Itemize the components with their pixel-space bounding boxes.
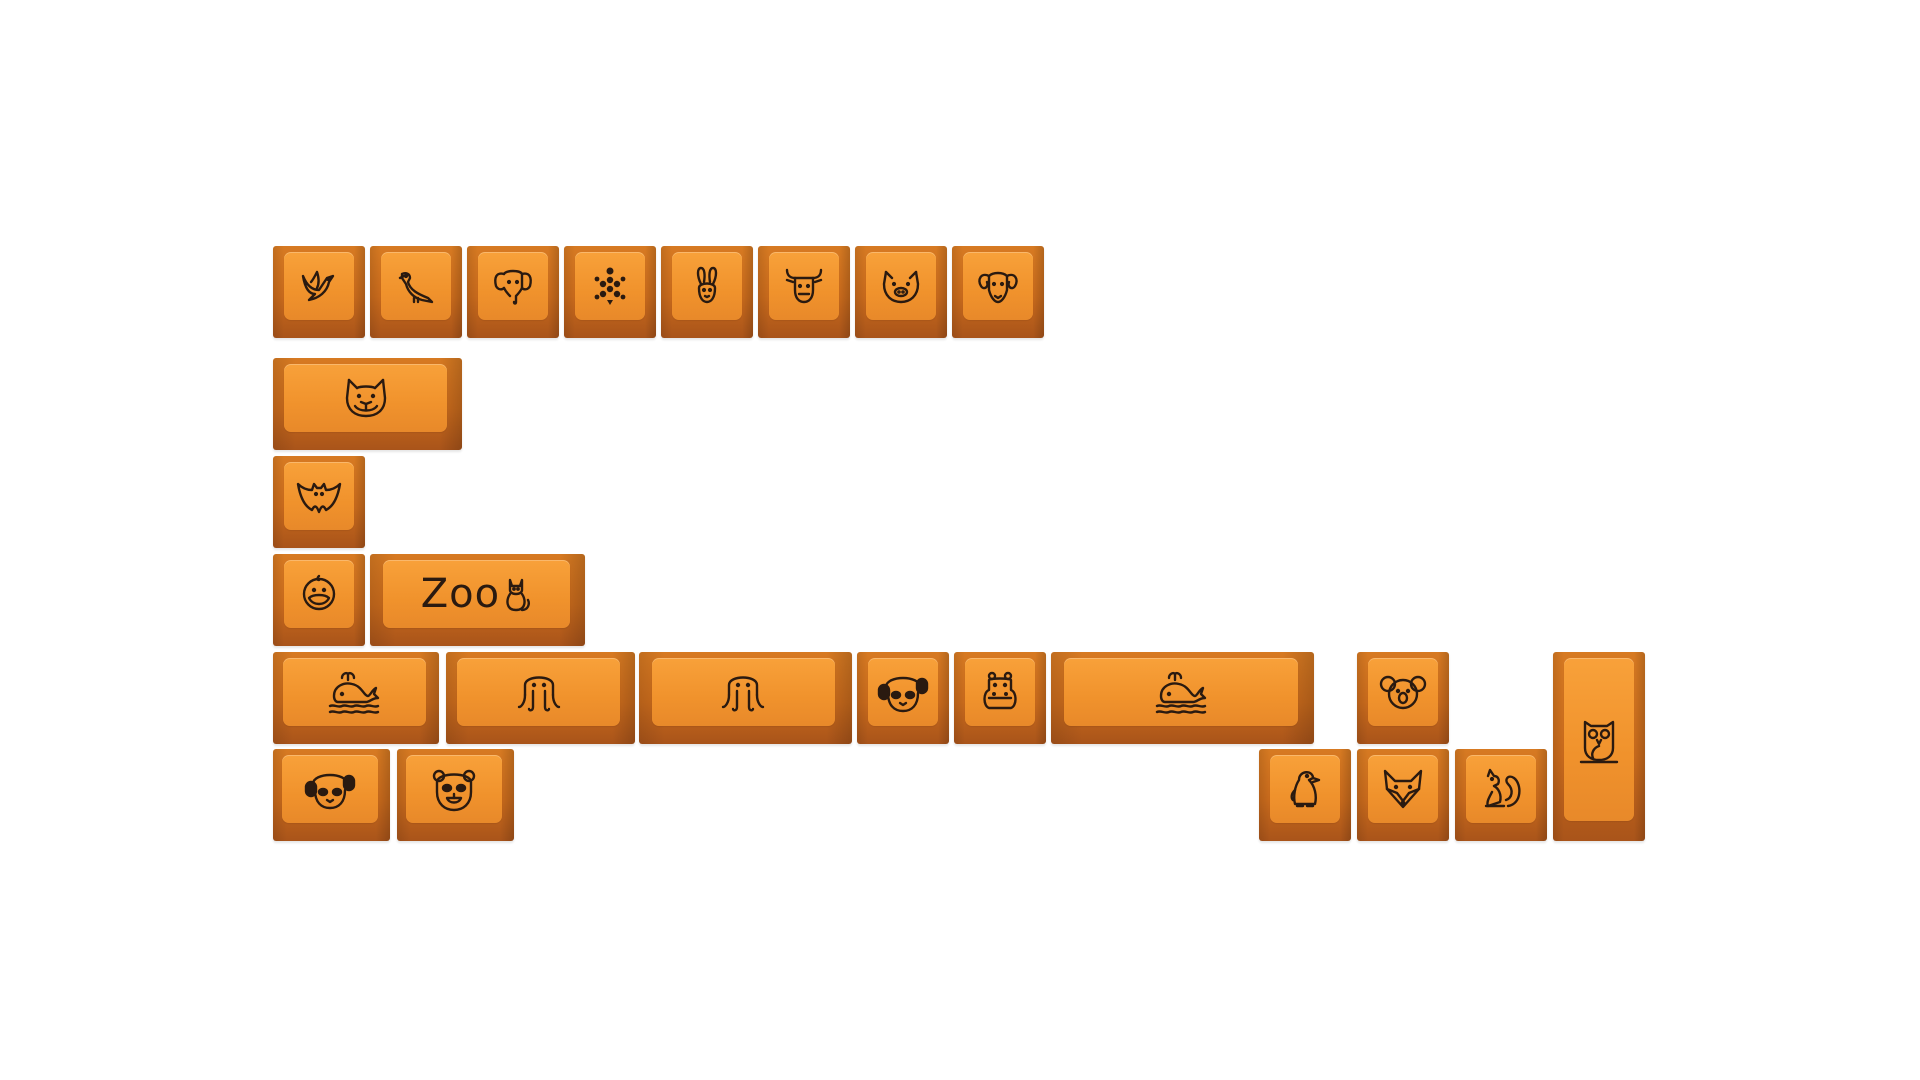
- whale-key-left: [273, 652, 439, 744]
- turtle-key: [564, 246, 656, 338]
- panda-headphones-key-1: [857, 652, 949, 744]
- bat-icon: [296, 476, 342, 516]
- penguin-icon: [1283, 766, 1327, 812]
- squirrel-icon: [1478, 766, 1524, 812]
- panda-headphones-key-2: [273, 749, 390, 841]
- bulldog-key: [273, 358, 462, 450]
- parrot-icon: [394, 264, 438, 308]
- penguin-key: [1259, 749, 1351, 841]
- elephant-key: [467, 246, 559, 338]
- koala-icon: [1378, 670, 1428, 714]
- bird-key: [273, 246, 365, 338]
- hippo-key: [954, 652, 1046, 744]
- bear-key: [397, 749, 514, 841]
- duck-icon: [297, 572, 341, 616]
- cat-icon: [504, 574, 532, 614]
- zoo-key: Zoo: [370, 554, 585, 646]
- koala-key: [1357, 652, 1449, 744]
- fox-key: [1357, 749, 1449, 841]
- bull-key: [758, 246, 850, 338]
- whale-icon: [324, 670, 384, 714]
- ram-icon: [975, 264, 1021, 308]
- panda-icon: [876, 669, 930, 715]
- zoo-label: Zoo: [420, 571, 501, 617]
- turtle-icon: [588, 264, 632, 308]
- duck-key: [273, 554, 365, 646]
- octopus-key-2: [639, 652, 852, 744]
- bat-key: [273, 456, 365, 548]
- panda-icon: [303, 766, 357, 812]
- bear-icon: [429, 766, 479, 812]
- pig-key: [855, 246, 947, 338]
- owl-icon: [1577, 716, 1621, 764]
- owl-key: [1553, 652, 1645, 841]
- octopus-key-1: [446, 652, 635, 744]
- rabbit-key: [661, 246, 753, 338]
- parrot-key: [370, 246, 462, 338]
- pig-icon: [878, 264, 924, 308]
- hippo-icon: [977, 670, 1023, 714]
- elephant-icon: [490, 264, 536, 308]
- rabbit-icon: [685, 264, 729, 308]
- bulldog-icon: [341, 376, 391, 420]
- whale-icon: [1151, 670, 1211, 714]
- octopus-icon: [515, 669, 563, 715]
- octopus-icon: [719, 669, 767, 715]
- bull-icon: [781, 264, 827, 308]
- fox-icon: [1379, 767, 1427, 811]
- squirrel-key: [1455, 749, 1547, 841]
- ram-key: [952, 246, 1044, 338]
- bird-icon: [297, 264, 341, 308]
- whale-key-space: [1051, 652, 1314, 744]
